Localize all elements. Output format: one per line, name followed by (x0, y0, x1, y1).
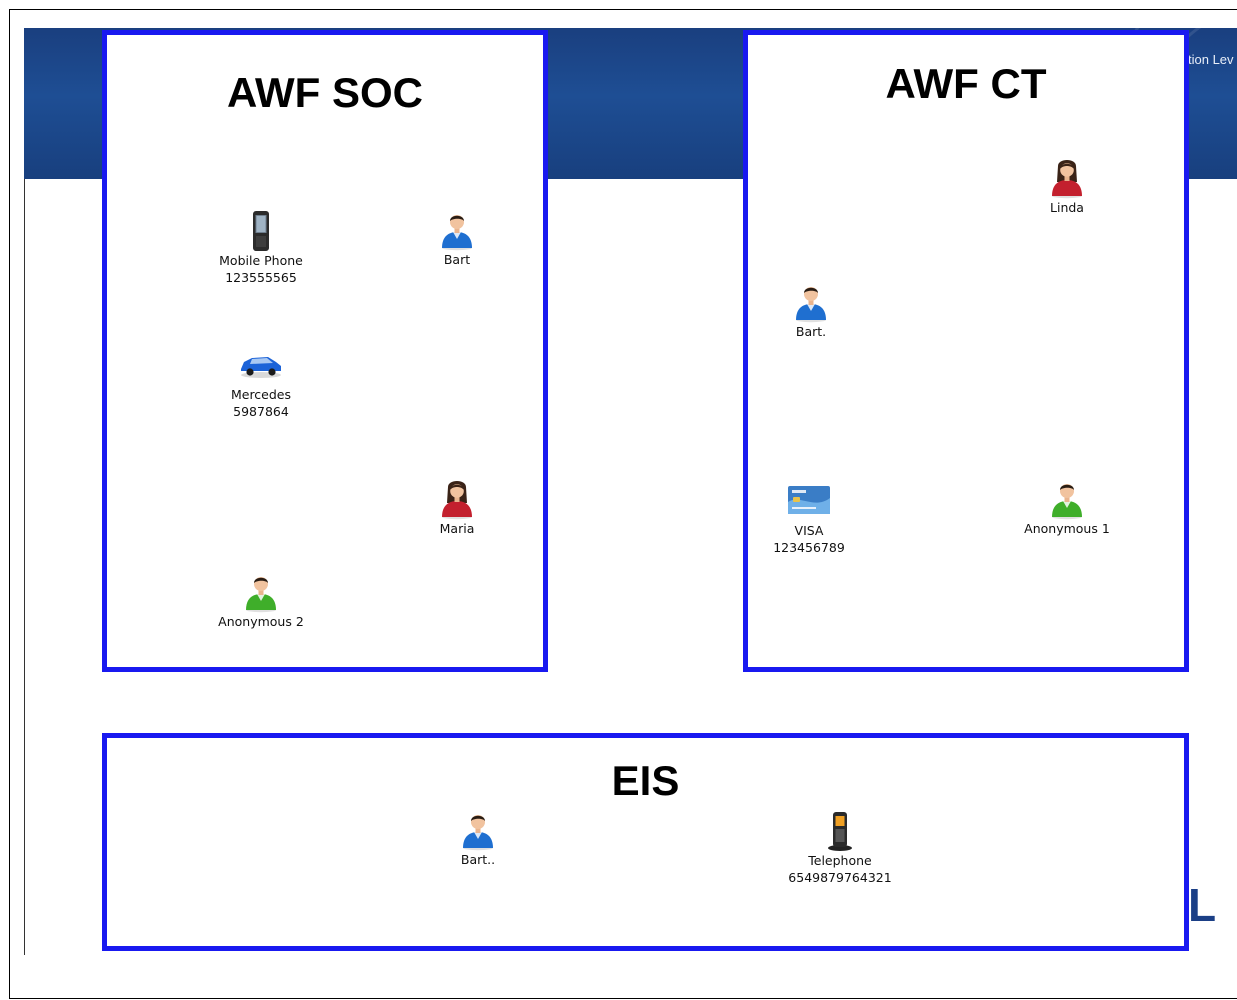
entity-bart-ct[interactable]: Bart. (741, 281, 881, 340)
banner-text: tion Lev (1188, 52, 1234, 67)
corner-letter: L (1188, 879, 1217, 931)
entity-anonymous-1[interactable]: Anonymous 1 (997, 478, 1137, 537)
awf-soc-title: AWF SOC (227, 69, 423, 116)
eis-group: EIS (102, 733, 1189, 951)
car-icon (241, 357, 281, 378)
mobile-phone-name: Mobile Phone (219, 253, 303, 268)
visa-name: VISA (794, 523, 824, 538)
mercedes-name: Mercedes (230, 387, 292, 402)
telephone-name: Telephone (808, 853, 872, 868)
anonymous-1-name: Anonymous 1 (1024, 521, 1110, 536)
person-green-icon (243, 571, 279, 613)
awf-soc-group: AWF SOC (102, 30, 548, 672)
credit-card-icon (788, 486, 830, 514)
eis-title: EIS (611, 757, 680, 804)
bart-name: Bart (443, 252, 471, 267)
person-red-icon (439, 478, 475, 520)
awf-ct-title: AWF CT (885, 60, 1047, 107)
telephone-number: 6549879764321 (788, 870, 892, 885)
entity-mobile-phone[interactable]: Mobile Phone 123555565 (191, 210, 331, 286)
person-red-icon (1049, 157, 1085, 199)
mercedes-number: 5987864 (233, 404, 289, 419)
entity-linda[interactable]: Linda (997, 157, 1137, 216)
anonymous-2-name: Anonymous 2 (218, 614, 304, 629)
person-blue-icon (460, 809, 496, 851)
screenshot-frame (9, 9, 1237, 999)
mobile-phone-number: 123555565 (225, 270, 297, 285)
visa-number: 123456789 (773, 540, 845, 555)
telephone-icon (828, 812, 852, 851)
entity-bart[interactable]: Bart (387, 209, 527, 268)
person-blue-icon (439, 209, 475, 251)
entity-bart-eis[interactable]: Bart.. (408, 809, 548, 868)
maria-name: Maria (439, 521, 475, 536)
linda-name: Linda (1050, 200, 1084, 215)
entity-anonymous-2[interactable]: Anonymous 2 (191, 571, 331, 630)
entity-telephone[interactable]: Telephone 6549879764321 (770, 810, 910, 886)
mobile-phone-icon (253, 211, 269, 251)
entity-mercedes[interactable]: Mercedes 5987864 (191, 350, 331, 420)
awf-ct-group: AWF CT (743, 30, 1189, 672)
bart-eis-name: Bart.. (460, 852, 496, 867)
left-border-line (24, 179, 25, 955)
entity-maria[interactable]: Maria (387, 478, 527, 537)
person-green-icon (1049, 478, 1085, 520)
person-blue-icon (793, 281, 829, 323)
bart-ct-name: Bart. (795, 324, 827, 339)
entity-visa[interactable]: VISA 123456789 (739, 484, 879, 556)
